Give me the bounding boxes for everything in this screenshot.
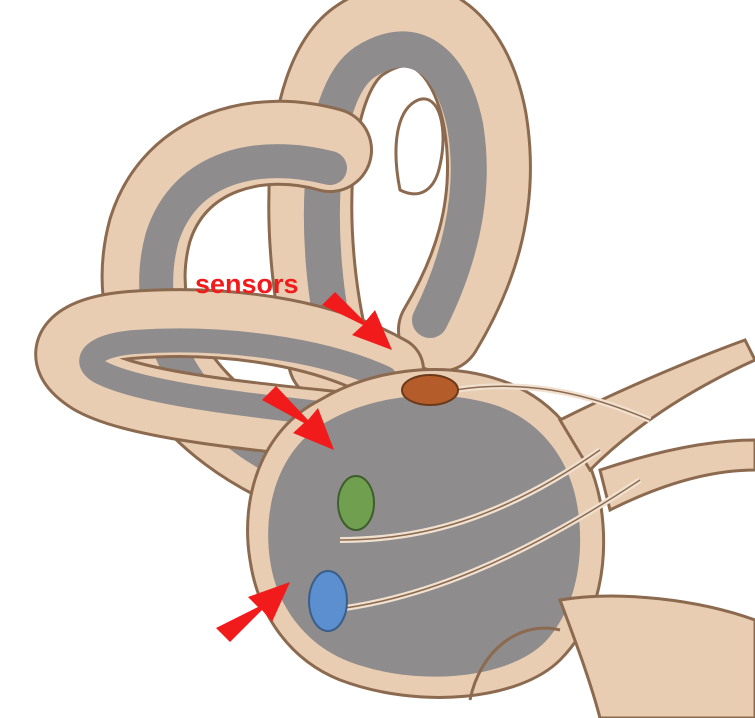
sensors-label: sensors <box>195 269 299 299</box>
sensor-bottom <box>309 571 347 631</box>
sensor-middle <box>338 476 374 530</box>
sensor-top <box>402 375 458 405</box>
